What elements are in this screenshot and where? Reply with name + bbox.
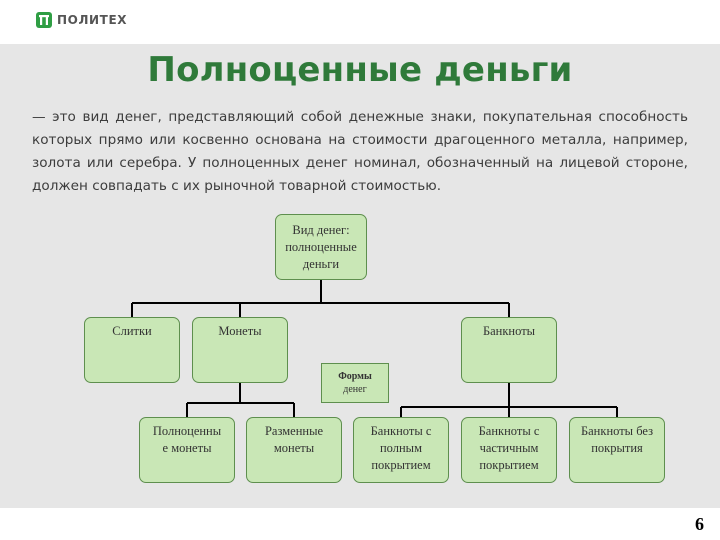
node-banknotes-full-cover: Банкноты с полным покрытием bbox=[353, 417, 449, 483]
node-full-coins-line: е монеты bbox=[162, 441, 212, 455]
node-root: Вид денег: полноценные деньги bbox=[275, 214, 367, 280]
node-full-cover-line: Банкноты с bbox=[370, 424, 432, 438]
node-money-forms-line: денег bbox=[343, 384, 367, 395]
node-change-coins-line: Разменные bbox=[264, 424, 324, 438]
node-banknotes-no-cover: Банкноты без покрытия bbox=[569, 417, 665, 483]
page-number: 6 bbox=[695, 514, 704, 534]
node-ingots-label: Слитки bbox=[112, 324, 152, 338]
politech-logo-icon bbox=[36, 12, 52, 28]
brand-name: ПОЛИТЕХ bbox=[57, 13, 128, 27]
node-banknotes-partial-cover: Банкноты с частичным покрытием bbox=[461, 417, 557, 483]
node-root-line: деньги bbox=[302, 256, 340, 271]
node-no-cover-line: Банкноты без bbox=[580, 424, 654, 438]
definition-text: — это вид денег, представляющий собой де… bbox=[32, 109, 688, 194]
node-partial-cover-line: покрытием bbox=[479, 458, 539, 472]
node-banknotes: Банкноты bbox=[461, 317, 557, 383]
node-money-forms: Формы денег bbox=[321, 363, 389, 403]
node-money-forms-line: Формы bbox=[338, 371, 372, 382]
node-root-line: Вид денег: bbox=[292, 222, 350, 237]
node-change-coins: Разменные монеты bbox=[246, 417, 342, 483]
node-partial-cover-line: Банкноты с bbox=[478, 424, 540, 438]
node-root-line: полноценные bbox=[285, 239, 357, 254]
node-no-cover-line: покрытия bbox=[591, 441, 643, 455]
node-full-coins-line: Полноценны bbox=[152, 424, 222, 438]
header-bar: ПОЛИТЕХ bbox=[0, 0, 720, 44]
node-change-coins-line: монеты bbox=[273, 441, 315, 455]
node-ingots: Слитки bbox=[84, 317, 180, 383]
node-full-cover-line: покрытием bbox=[371, 458, 431, 472]
slide-title: Полноценные деньги bbox=[147, 50, 573, 90]
node-banknotes-label: Банкноты bbox=[482, 324, 536, 338]
node-full-cover-line: полным bbox=[379, 441, 422, 455]
node-partial-cover-line: частичным bbox=[479, 441, 539, 455]
node-full-coins: Полноценны е монеты bbox=[139, 417, 235, 483]
politech-logo: ПОЛИТЕХ bbox=[36, 12, 127, 28]
node-coins-label: Монеты bbox=[218, 324, 262, 338]
node-coins: Монеты bbox=[192, 317, 288, 383]
footer-bar bbox=[0, 508, 720, 540]
